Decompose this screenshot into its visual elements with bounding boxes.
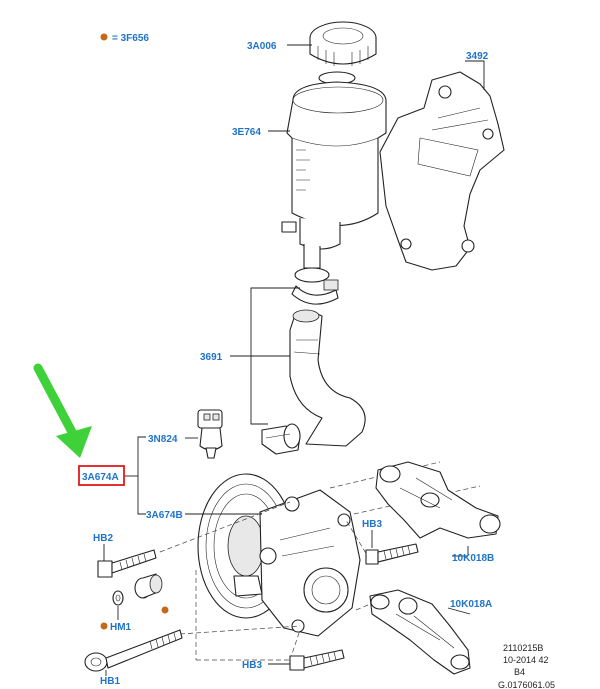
bolt-hb3-upper[interactable] — [365, 543, 419, 565]
power-steering-hose[interactable] — [289, 309, 366, 447]
label-hm1[interactable]: HM1 — [110, 622, 132, 633]
label-3691[interactable]: 3691 — [200, 352, 223, 363]
washer-hm1[interactable] — [112, 590, 124, 606]
label-hb2[interactable]: HB2 — [93, 533, 113, 544]
label-hb3-upper[interactable]: HB3 — [362, 519, 382, 530]
reservoir-cap[interactable] — [309, 21, 377, 66]
marker-dot-hm1 — [100, 622, 108, 630]
reservoir-bracket[interactable] — [379, 71, 505, 271]
label-10k018b[interactable]: 10K018B — [452, 553, 494, 564]
label-10k018a[interactable]: 10K018A — [450, 599, 492, 610]
mount-bracket-upper[interactable] — [375, 461, 501, 539]
label-3a006[interactable]: 3A006 — [247, 41, 277, 52]
marker-dot-bushing — [161, 606, 169, 614]
meta-line-1: 2110215B — [503, 643, 543, 653]
label-hb3-lower[interactable]: HB3 — [242, 660, 262, 671]
reservoir[interactable] — [281, 71, 387, 269]
label-hb1[interactable]: HB1 — [100, 676, 120, 687]
bolt-hb3-lower[interactable] — [289, 649, 345, 671]
bolt-hb1[interactable] — [84, 629, 183, 672]
label-3492[interactable]: 3492 — [466, 51, 489, 62]
highlight-box — [78, 465, 125, 486]
pointer-arrow — [33, 363, 92, 458]
pressure-sensor[interactable] — [197, 409, 223, 459]
label-3a674b[interactable]: 3A674B — [146, 510, 183, 521]
legend-dot — [100, 33, 108, 41]
power-steering-pump[interactable] — [197, 473, 361, 637]
mount-bracket-lower[interactable] — [369, 589, 471, 675]
meta-line-3: B4 — [514, 667, 525, 677]
meta-line-4: G.0176061.05 — [498, 680, 555, 689]
bushing[interactable] — [134, 573, 163, 599]
label-3e764[interactable]: 3E764 — [232, 127, 261, 138]
label-3a674a[interactable]: 3A674A — [82, 472, 119, 483]
bolt-hb2[interactable] — [97, 549, 157, 578]
hose-clamp-upper[interactable] — [291, 267, 339, 305]
hose-clamp-lower[interactable] — [261, 423, 301, 455]
label-3n824[interactable]: 3N824 — [148, 434, 178, 445]
meta-line-2: 10-2014 42 — [503, 655, 549, 665]
legend-label: = 3F656 — [112, 33, 149, 44]
